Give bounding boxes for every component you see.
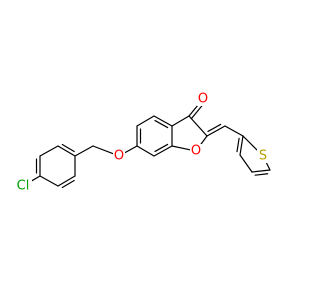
atom-label-o-ether: O: [114, 149, 124, 164]
bond-or-b5: [171, 145, 191, 151]
bond-ch2-oe: [92, 145, 114, 155]
bond-b6-b1: [136, 145, 155, 157]
bond-t3-t4: [239, 154, 253, 173]
bond-t4-t5-second: [254, 173, 269, 176]
atom-label-o-ring: O: [191, 144, 201, 159]
bond-t2-t3-second: [236, 137, 240, 153]
bond-b2-b3: [136, 115, 155, 127]
atom-o-ring: O: [190, 144, 202, 159]
bond-vin-t2: [224, 125, 244, 137]
bond-c2-c3: [39, 145, 59, 157]
atom-label-s: S: [259, 149, 267, 164]
bond-oe-b1: [123, 145, 138, 154]
bond-c5-c6: [57, 175, 76, 187]
molecule-structure: Cl O O O S: [14, 91, 271, 194]
atom-cl: Cl: [14, 179, 32, 194]
bond-c6-c1: [39, 175, 59, 187]
bond-b5-b6-second: [154, 143, 169, 153]
bond-c2r-vin: [206, 125, 226, 137]
atom-o-carbonyl: O: [197, 92, 209, 107]
bond-b3-b4: [153, 115, 173, 127]
bond-c3r-oc-second: [191, 105, 203, 119]
bond-c3-c4: [57, 145, 76, 157]
bond-lines: [29, 103, 271, 189]
bond-b4-c3r: [171, 115, 190, 127]
bond-c4-ch2: [74, 145, 94, 157]
bond-t2-t3: [239, 135, 244, 156]
atom-o-ether: O: [113, 149, 125, 164]
bond-c3r-c2r: [188, 115, 208, 137]
bond-c2r-vin-second: [207, 123, 222, 133]
bond-b5-b6: [153, 145, 173, 157]
bond-c5-c6-second: [61, 179, 75, 189]
bond-s-t2: [242, 135, 260, 153]
bond-b3-b4-second: [154, 119, 169, 129]
bond-c3-c4-second: [61, 143, 75, 153]
atom-label-cl: Cl: [17, 179, 30, 194]
bond-t4-t5: [251, 169, 271, 173]
atom-label-o-carbonyl: O: [198, 92, 208, 107]
atom-labels: Cl O O O S: [14, 92, 269, 194]
atom-s: S: [257, 149, 269, 164]
